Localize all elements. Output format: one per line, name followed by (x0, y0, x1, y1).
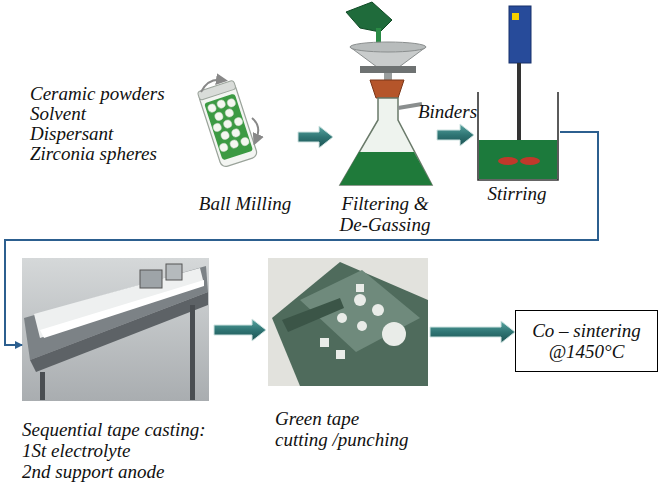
step-caption: Filtering & De-Gassing (333, 193, 437, 235)
process-step: Sequential tape casting:1St electrolyte2… (22, 258, 214, 490)
step-caption: Ball Milling (192, 193, 298, 214)
ingredient-label: Zirconia spheres (30, 144, 157, 164)
process-step: Stirring (474, 0, 560, 208)
step-caption: Co – sintering @1450°C (522, 320, 651, 362)
ingredient-label: Ceramic powders (30, 84, 165, 104)
rotation-arrow (201, 80, 222, 92)
ingredient-label: Solvent (30, 104, 86, 124)
tape-casting-photo (22, 258, 209, 401)
ingredient-label: Dispersant (30, 124, 113, 144)
step-caption: 1St electrolyte (22, 440, 214, 461)
block-arrow (214, 319, 266, 341)
stirring-beaker (478, 6, 558, 180)
step-caption: cutting /punching (275, 429, 430, 450)
block-arrow (430, 321, 515, 343)
step-caption: 2nd support anode (22, 461, 214, 482)
block-arrow (298, 126, 333, 148)
rotation-arrow (252, 118, 258, 140)
edge-label: Binders (418, 102, 477, 122)
process-step: Ball Milling (192, 80, 298, 215)
ball-mill-jar (197, 80, 258, 168)
filter-flask (340, 2, 432, 185)
step-caption: Sequential tape casting: (22, 419, 214, 440)
flow-line (5, 132, 598, 345)
step-caption: Green tape (275, 408, 430, 429)
step-caption: Stirring (474, 183, 560, 204)
green-tape-photo (268, 258, 428, 386)
process-step: Green tapecutting /punching (266, 258, 430, 458)
process-box: Co – sintering @1450°C (515, 310, 658, 372)
block-arrow (437, 124, 474, 146)
